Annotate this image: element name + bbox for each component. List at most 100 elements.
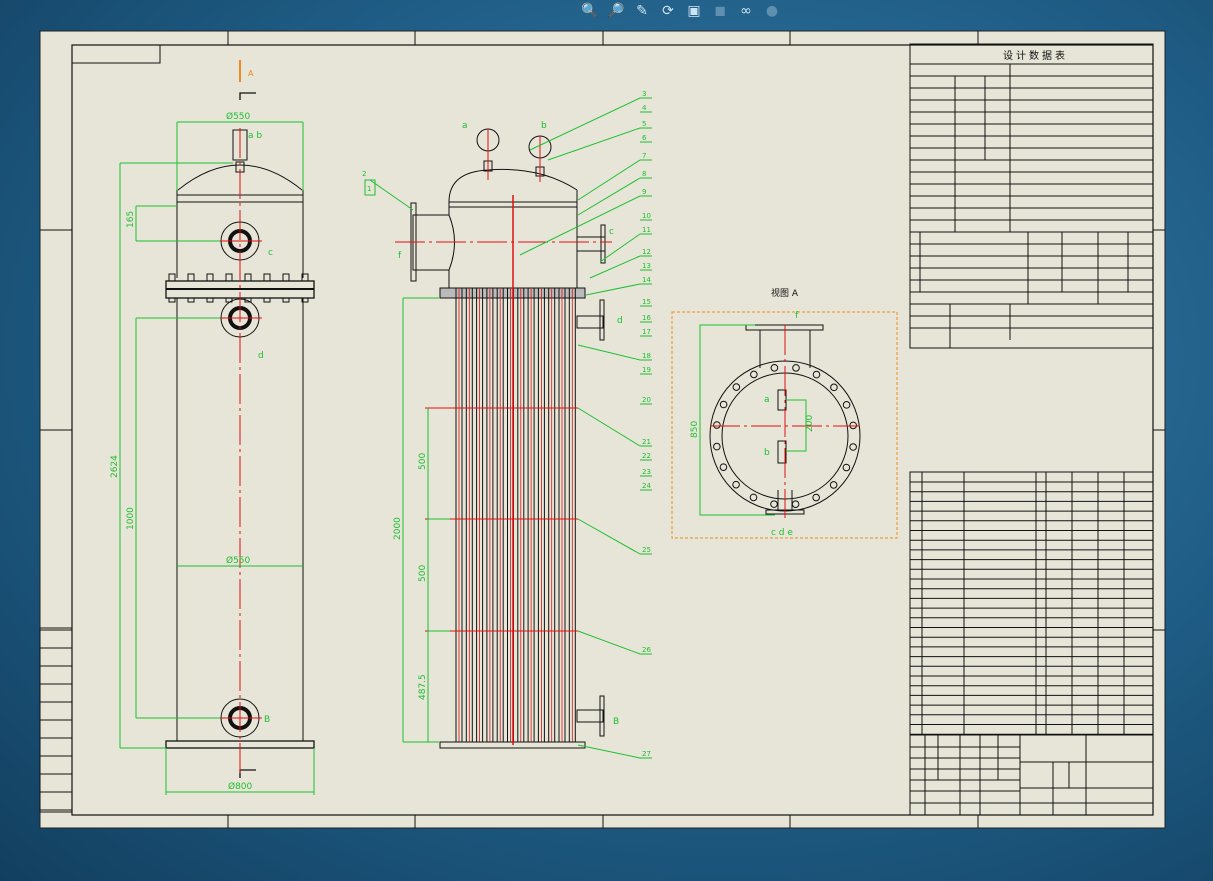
left-elevation-view: A [165,60,315,778]
part-number: 21 [642,438,651,446]
bolt-hole [791,500,800,508]
label-d: d [617,316,623,326]
properties-icon: ▣ [687,2,701,19]
left-view-dimensions [119,121,315,795]
zoom-in-button[interactable]: 🔍 [580,1,600,21]
rotate-icon: ⟳ [662,2,674,19]
view-cube-button[interactable]: ◼ [710,1,730,21]
leader-line [577,407,641,447]
rotate-button[interactable]: ⟳ [658,1,678,21]
parts-list [909,471,1154,736]
leader-line [519,195,641,256]
bolt-hole [719,400,728,409]
leader-line [577,744,641,759]
bolt-hole [829,481,838,489]
view-a [699,324,861,518]
pan-button[interactable]: ✎ [632,1,652,21]
bolt-hole [792,364,800,372]
view-a-title: 视图 A [771,287,799,299]
dim-487-5: 487.5 [418,674,428,700]
dim-top-diameter: Ø550 [226,111,251,122]
zoom-in-icon: 🔍 [581,2,599,19]
bolt-hole [713,442,721,451]
part-number: 22 [642,452,651,460]
leader-line [585,283,641,296]
part-number: 15 [642,298,651,306]
properties-button[interactable]: ▣ [684,1,704,21]
dim-base-diameter: Ø800 [228,781,253,792]
part-number: 2 [362,170,366,178]
part-number: 18 [642,352,651,360]
sphere-button[interactable]: ● [762,1,782,21]
part-number: 10 [642,212,651,220]
label-b-bottom: B [613,717,619,727]
part-number: 3 [642,90,646,98]
bolt-hole [830,383,838,392]
view-a-frame [671,311,898,539]
bolt-hole [732,480,740,489]
design-data-table [909,43,1154,349]
part-number: 5 [642,120,646,128]
leader-line [577,518,641,555]
view-a-labels: f a b c d e 850 200 [690,311,815,538]
part-number: 6 [642,134,647,142]
section-view [395,128,612,749]
paper [39,30,1166,829]
leader-line [577,344,641,361]
bolt-hole [849,443,857,451]
glasses-button[interactable]: ∞ [736,1,756,21]
leader-line [589,255,641,279]
bolt-hole [770,500,778,508]
zoom-window-button[interactable]: 🔎 [606,1,626,21]
dim-2000: 2000 [393,517,403,540]
dim-500-b: 500 [418,565,428,582]
part-number: 12 [642,248,651,256]
bolt-hole [732,383,741,391]
view-a-label-f: f [795,311,799,321]
dim-overall-height: 2624 [110,455,120,478]
nozzle-label-d: d [258,351,264,361]
dim-200: 200 [805,415,815,432]
nozzle-label-c: c [268,248,273,258]
left-view-labels: Ø550 a b c d B 165 2624 1000 Ø550 Ø800 [110,111,273,792]
bolt-hole [719,463,728,471]
part-number: 27 [642,750,651,758]
part-number: 16 [642,314,651,322]
view-a-label-a: a [764,395,770,405]
leader-line [599,233,641,263]
leader-line [577,177,641,216]
part-number: 9 [642,188,646,196]
bolt-hole [812,370,821,379]
zoom-window-icon: 🔎 [607,2,625,19]
part-number: 4 [642,104,647,112]
view-a-label-cde: c d e [771,528,793,538]
label-a: a [462,121,468,131]
part-number: 7 [642,152,646,160]
part-number: 20 [642,396,651,404]
viewer-toolbar: 🔍 🔎 ✎ ⟳ ▣ ◼ ∞ ● [580,0,782,21]
border-ticks [40,31,1165,828]
leader-line [577,630,641,655]
leader-line [577,159,641,201]
leader-part-2 [364,179,414,211]
pan-icon: ✎ [636,2,648,19]
dim-1000: 1000 [126,507,136,530]
bolt-hole [842,463,851,472]
nozzle-label-ab: a b [248,131,262,141]
label-c: c [609,227,614,237]
bolt-hole [749,493,758,502]
nozzle-label-b: B [264,715,270,725]
bolt-hole [812,493,820,502]
part-number: 24 [642,482,651,490]
part-number: 11 [642,226,651,234]
sphere-icon: ● [765,2,779,19]
dim-850: 850 [690,421,700,438]
part-number: 23 [642,468,651,476]
dim-shell-diameter: Ø550 [226,555,251,566]
part-number: 25 [642,546,651,554]
bolt-hole [750,370,758,379]
glasses-icon: ∞ [740,2,752,19]
label-b: b [541,121,547,131]
part-number: 8 [642,170,646,178]
